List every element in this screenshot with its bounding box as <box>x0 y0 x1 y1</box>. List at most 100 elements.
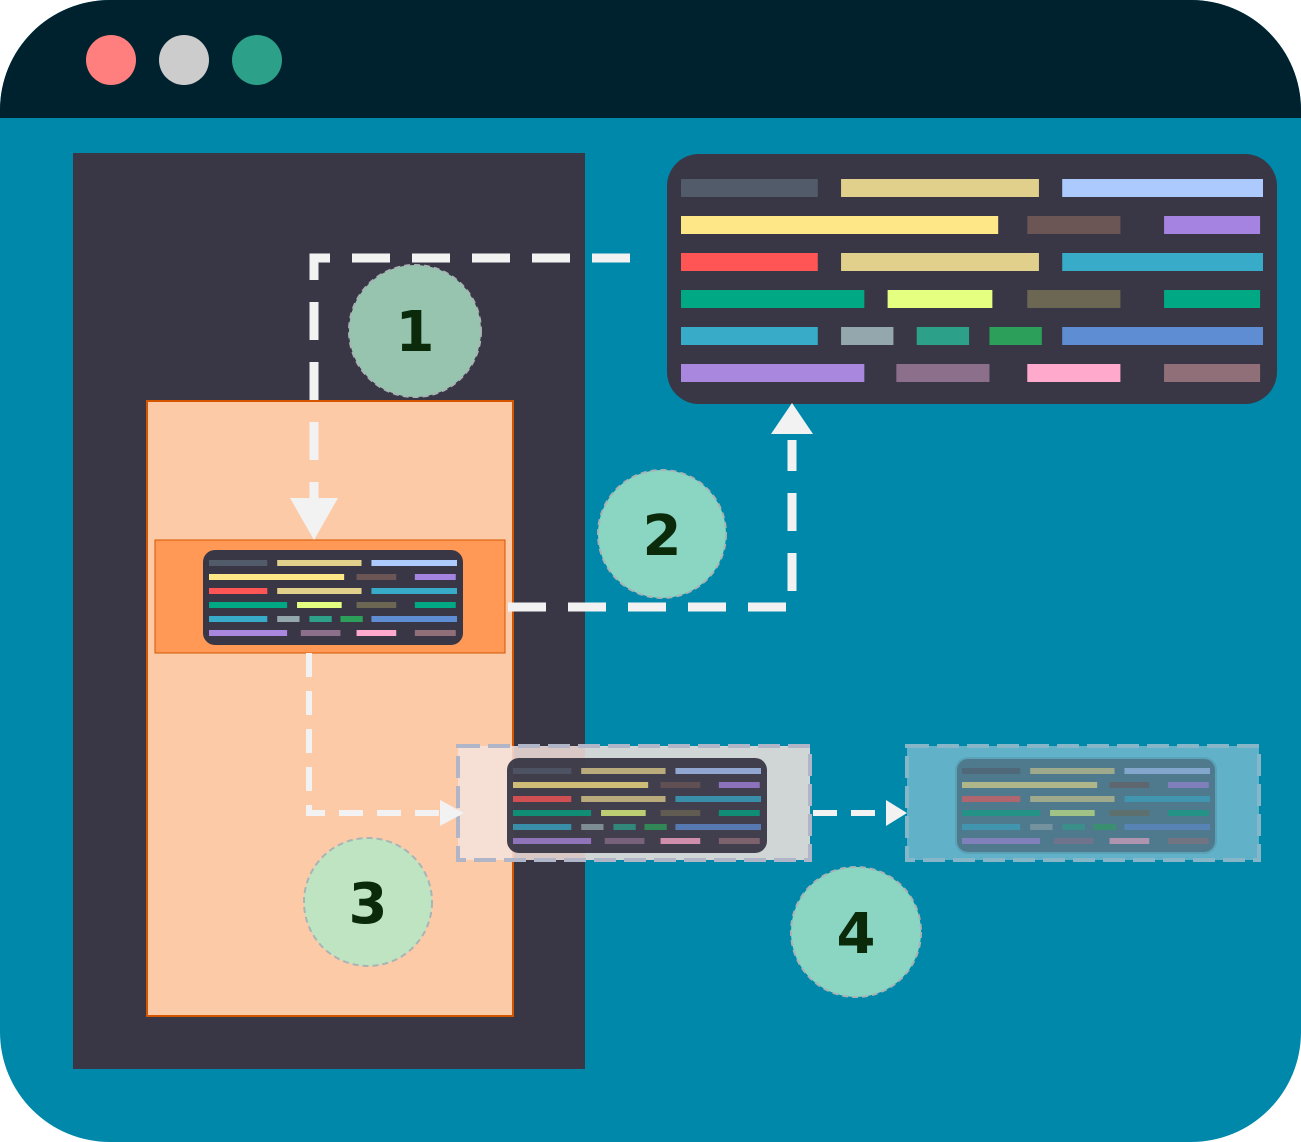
window-titlebar <box>0 0 1301 118</box>
code-line-bar <box>1027 216 1121 234</box>
code-line-bar <box>613 824 636 830</box>
code-line-bar <box>1030 796 1115 802</box>
code-line-bar <box>356 630 397 636</box>
flow-arrows <box>309 253 797 612</box>
code-line-bar <box>1027 290 1121 308</box>
code-line-bar <box>841 179 1039 197</box>
code-line-bar <box>209 602 288 608</box>
code-line-bar <box>1093 824 1116 830</box>
code-line-bar <box>513 796 572 802</box>
code-line-bar <box>356 602 397 608</box>
zoom-button[interactable] <box>232 35 282 85</box>
code-line-bar <box>1164 364 1261 382</box>
code-line-bar <box>962 824 1021 830</box>
code-line-bar <box>356 574 397 580</box>
arrowhead-right-3 <box>440 800 464 826</box>
code-line-bar <box>300 630 341 636</box>
code-line-bar <box>209 616 268 622</box>
code-line-bar <box>1027 364 1121 382</box>
code-line-bar <box>1167 782 1209 788</box>
code-line-bar <box>209 574 345 580</box>
step-4-label: 4 <box>837 902 876 967</box>
step-badge-1: 1 <box>348 264 482 398</box>
code-snippet-faded <box>955 757 1217 854</box>
code-line-bar <box>660 810 701 816</box>
code-line-bar <box>1062 327 1263 345</box>
code-line-bar <box>896 364 990 382</box>
step-badge-3: 3 <box>303 837 433 967</box>
code-line-bar <box>1030 824 1053 830</box>
code-line-bar <box>681 253 818 271</box>
code-line-bar <box>277 616 300 622</box>
code-line-bar <box>340 616 363 622</box>
code-line-bar <box>414 602 456 608</box>
code-line-bar <box>414 574 456 580</box>
code-line-bar <box>681 327 818 345</box>
code-line-bar <box>209 630 288 636</box>
code-line-bar <box>1062 253 1263 271</box>
code-line-bar <box>1164 216 1261 234</box>
code-line-bar <box>962 838 1041 844</box>
arrow-3-path <box>306 653 445 816</box>
code-line-bar <box>513 824 572 830</box>
code-line-bar <box>675 796 761 802</box>
code-line-bar <box>841 253 1039 271</box>
code-line-bar <box>1109 838 1150 844</box>
code-line-bar <box>371 616 457 622</box>
code-line-bar <box>718 782 760 788</box>
code-line-bar <box>1167 810 1209 816</box>
code-line-bar <box>1109 782 1150 788</box>
code-line-bar <box>1109 810 1150 816</box>
code-line-bar <box>513 782 649 788</box>
code-line-bar <box>604 838 645 844</box>
code-line-bar <box>1124 824 1210 830</box>
code-line-bar <box>1164 290 1261 308</box>
code-line-bar <box>718 838 760 844</box>
arrowheads <box>290 403 907 826</box>
code-line-bar <box>513 768 572 774</box>
code-line-bar <box>681 179 818 197</box>
code-line-bar <box>660 838 701 844</box>
code-line-bar <box>277 588 362 594</box>
code-line-bar <box>962 796 1021 802</box>
code-line-bar <box>962 768 1021 774</box>
code-line-bar <box>513 838 592 844</box>
step-1-label: 1 <box>396 300 435 365</box>
code-line-bar <box>718 810 760 816</box>
code-line-bar <box>601 810 646 816</box>
code-line-bar <box>309 616 332 622</box>
code-line-bar <box>1062 824 1085 830</box>
code-line-bar <box>414 630 456 636</box>
step-3-label: 3 <box>349 872 388 937</box>
code-snippet-copy <box>507 758 767 853</box>
code-line-bar <box>675 768 761 774</box>
step-badge-4: 4 <box>790 866 922 998</box>
code-snippet-selected <box>203 550 463 645</box>
code-line-bar <box>644 824 667 830</box>
code-line-bar <box>681 290 865 308</box>
code-line-bar <box>513 810 592 816</box>
step-badge-2: 2 <box>597 469 727 599</box>
code-snippet-large <box>667 154 1277 404</box>
minimize-button[interactable] <box>159 35 209 85</box>
code-line-bar <box>1124 768 1210 774</box>
code-line-bar <box>581 796 666 802</box>
code-line-bar <box>297 602 342 608</box>
code-line-bar <box>681 364 865 382</box>
arrowhead-right-4 <box>886 800 907 826</box>
code-line-bar <box>681 216 999 234</box>
close-button[interactable] <box>86 35 136 85</box>
code-line-bar <box>371 560 457 566</box>
code-line-bar <box>916 327 970 345</box>
code-line-bar <box>962 810 1041 816</box>
code-line-bar <box>675 824 761 830</box>
arrow-2-path <box>508 440 797 612</box>
code-line-bar <box>581 768 666 774</box>
flow-arrows-thin <box>306 653 890 816</box>
code-line-bar <box>277 560 362 566</box>
code-line-bar <box>962 782 1098 788</box>
code-line-bar <box>1167 838 1209 844</box>
code-line-bar <box>371 588 457 594</box>
arrow-1-path <box>309 253 630 515</box>
code-line-bar <box>209 588 268 594</box>
